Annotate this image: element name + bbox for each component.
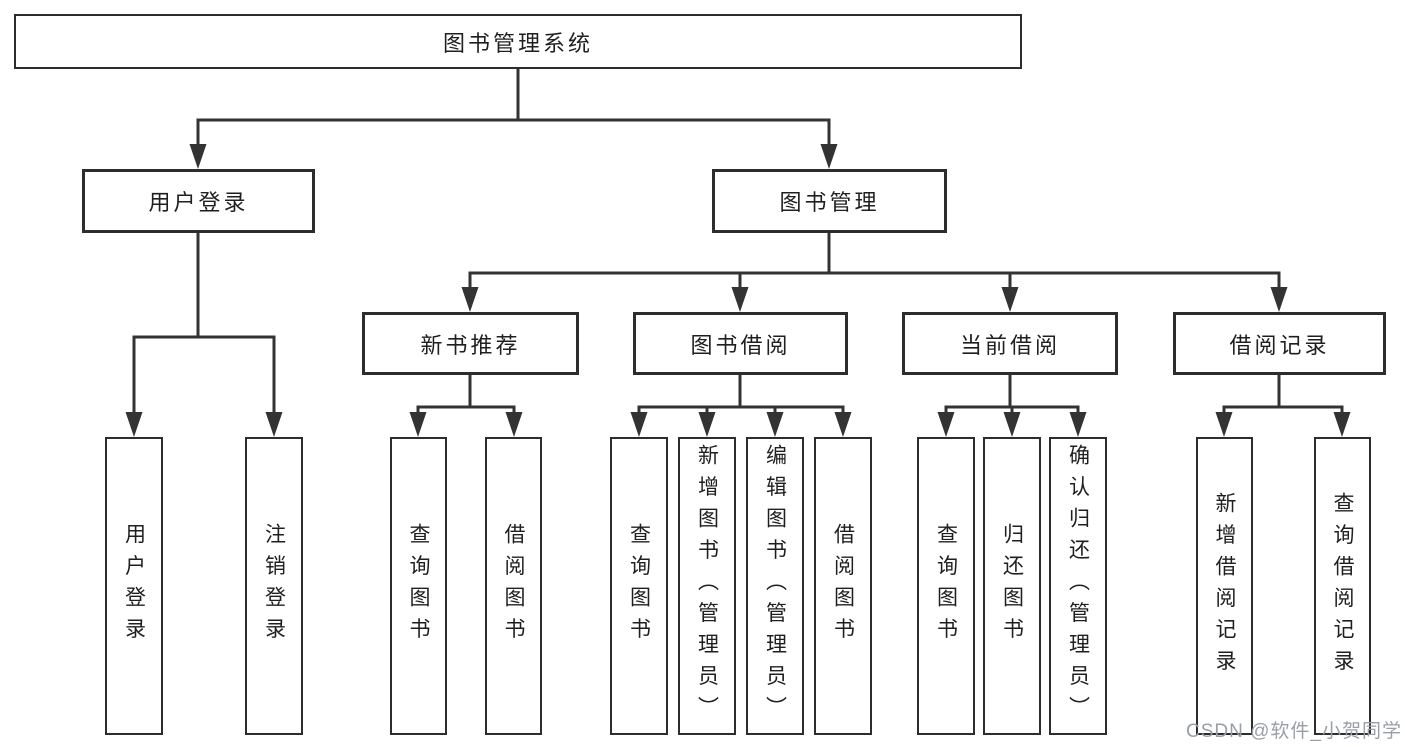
node-label: 借阅图书 bbox=[502, 523, 525, 649]
node-label: 查询借阅记录 bbox=[1331, 491, 1354, 681]
node-label: 借阅记录 bbox=[1229, 332, 1330, 358]
node-label: 确认归还（管理员） bbox=[1066, 444, 1090, 728]
arrowhead-icon bbox=[505, 412, 523, 437]
connector-bookborrow-to-children bbox=[637, 373, 845, 424]
node-label: 编辑图书（管理员） bbox=[763, 444, 787, 728]
node-label: 新增图书（管理员） bbox=[695, 444, 719, 728]
watermark: CSDN @软件_小贺同学 bbox=[1186, 721, 1402, 742]
node-leaf-user-login: 用户登录 bbox=[105, 437, 163, 735]
node-root-system: 图书管理系统 bbox=[14, 14, 1022, 69]
arrowhead-icon bbox=[731, 287, 749, 312]
node-label: 注销登录 bbox=[262, 523, 286, 649]
connector-root-to-level2 bbox=[196, 67, 831, 156]
node-leaf-newbook-borrow: 借阅图书 bbox=[485, 437, 542, 735]
arrowheads bbox=[125, 144, 1351, 437]
node-label: 查询图书 bbox=[934, 523, 958, 649]
node-label: 查询图书 bbox=[627, 523, 651, 649]
node-book-management: 图书管理 bbox=[712, 169, 947, 233]
node-leaf-borrow-edit-admin: 编辑图书（管理员） bbox=[746, 437, 804, 735]
node-leaf-borrow-add-admin: 新增图书（管理员） bbox=[678, 437, 736, 735]
node-user-login: 用户登录 bbox=[82, 169, 315, 233]
arrowhead-icon bbox=[1270, 287, 1288, 312]
arrowhead-icon bbox=[1001, 287, 1019, 312]
arrowhead-icon bbox=[409, 412, 427, 437]
node-label: 新书推荐 bbox=[420, 332, 521, 358]
node-leaf-logout: 注销登录 bbox=[245, 437, 303, 735]
node-leaf-current-confirm-admin: 确认归还（管理员） bbox=[1049, 437, 1107, 735]
node-new-book-recommend: 新书推荐 bbox=[362, 312, 579, 375]
node-label: 借阅图书 bbox=[831, 523, 855, 649]
node-leaf-records-add: 新增借阅记录 bbox=[1196, 437, 1253, 735]
node-label: 新增借阅记录 bbox=[1213, 491, 1236, 681]
node-leaf-borrow-lend: 借阅图书 bbox=[814, 437, 872, 735]
arrowhead-icon bbox=[461, 287, 479, 312]
node-current-borrow: 当前借阅 bbox=[902, 312, 1118, 375]
node-label: 当前借阅 bbox=[959, 332, 1060, 358]
arrowhead-icon bbox=[834, 412, 852, 437]
connector-records-to-children bbox=[1222, 373, 1344, 424]
arrowhead-icon bbox=[265, 412, 283, 437]
node-label: 用户登录 bbox=[122, 523, 146, 649]
arrowhead-icon bbox=[1069, 412, 1087, 437]
arrowhead-icon bbox=[766, 412, 784, 437]
arrowhead-icon bbox=[1333, 412, 1351, 437]
connector-bookmgmt-to-level3 bbox=[468, 231, 1281, 299]
node-borrow-records: 借阅记录 bbox=[1173, 312, 1386, 375]
node-label: 图书借阅 bbox=[690, 332, 791, 358]
node-label: 归还图书 bbox=[1000, 523, 1024, 649]
arrowhead-icon bbox=[698, 412, 716, 437]
arrowhead-icon bbox=[820, 144, 838, 169]
node-label: 查询图书 bbox=[407, 523, 430, 649]
arrowhead-icon bbox=[125, 412, 143, 437]
node-label: 图书管理系统 bbox=[442, 30, 593, 56]
connector-userlogin-to-children bbox=[132, 231, 276, 424]
node-leaf-newbook-query: 查询图书 bbox=[390, 437, 447, 735]
node-leaf-current-query: 查询图书 bbox=[917, 437, 975, 735]
connector-newbook-to-children bbox=[416, 373, 516, 424]
arrowhead-icon bbox=[1215, 412, 1233, 437]
arrowhead-icon bbox=[1003, 412, 1021, 437]
node-book-borrow: 图书借阅 bbox=[633, 312, 848, 375]
node-label: 图书管理 bbox=[779, 190, 880, 215]
arrowhead-icon bbox=[630, 412, 648, 437]
node-leaf-borrow-query: 查询图书 bbox=[610, 437, 668, 735]
arrowhead-icon bbox=[937, 412, 955, 437]
arrowhead-icon bbox=[189, 144, 207, 169]
node-label: 用户登录 bbox=[148, 190, 249, 215]
node-leaf-records-query: 查询借阅记录 bbox=[1314, 437, 1371, 735]
node-leaf-current-return: 归还图书 bbox=[983, 437, 1041, 735]
